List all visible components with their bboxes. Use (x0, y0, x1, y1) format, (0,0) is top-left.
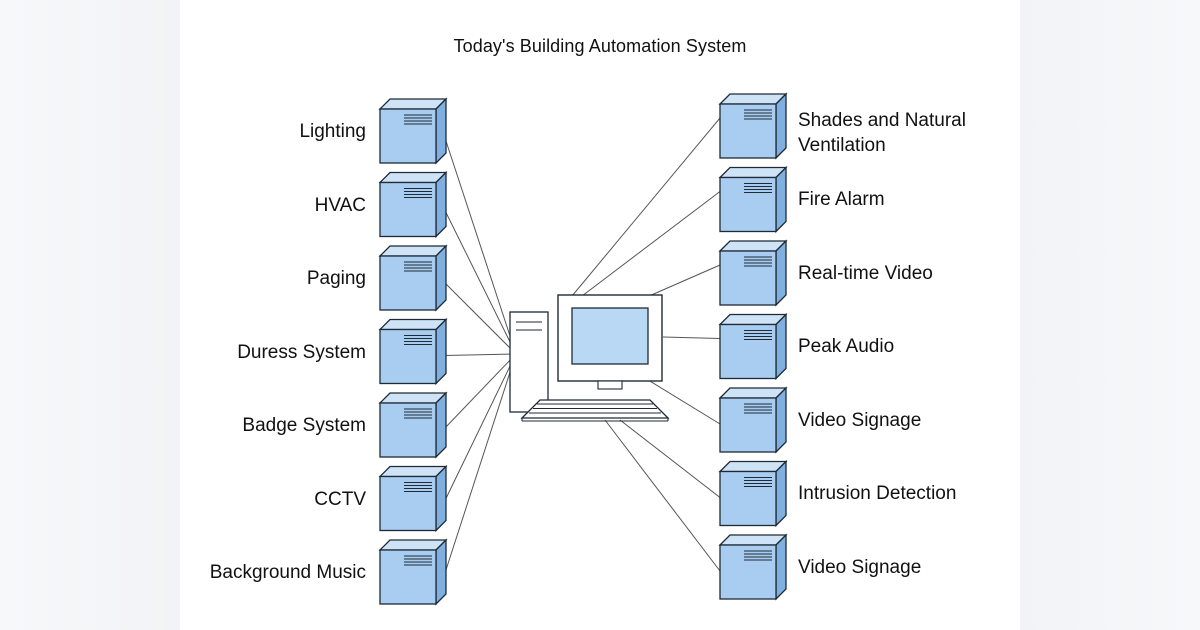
connector-line (639, 264, 721, 301)
monitor-screen (571, 307, 649, 365)
connector-lines (443, 117, 721, 577)
left-server-5-icon (378, 391, 448, 459)
right-server-1-icon (718, 92, 788, 160)
right-system-label: Shades and Natural Ventilation (798, 110, 966, 156)
connector-line (581, 191, 721, 297)
left-server-6-icon (378, 464, 448, 533)
right-system-label: Fire Alarm (798, 189, 885, 210)
left-system-label: Badge System (242, 415, 366, 436)
right-system-label: Intrusion Detection (798, 483, 957, 504)
right-system-label: Video Signage (798, 409, 922, 431)
left-system-label: Paging (306, 268, 366, 289)
left-server-2-icon (378, 170, 448, 239)
right-server-3-icon (718, 239, 788, 307)
right-server-7-icon (718, 533, 788, 601)
connector-line (619, 419, 721, 498)
connector-line (443, 353, 514, 356)
left-system-label: CCTV (314, 488, 366, 510)
connector-line (443, 208, 514, 349)
right-background-panel (1020, 0, 1200, 630)
connector-line (571, 117, 721, 297)
left-server-column (378, 97, 448, 606)
keyboard-icon (520, 399, 670, 419)
right-system-label: Real-time Video (798, 262, 933, 284)
connector-line (639, 374, 721, 425)
diagram-canvas: Today's Building Automation System Light… (180, 0, 1020, 630)
connector-line (443, 356, 514, 430)
left-system-label: Lighting (299, 121, 366, 142)
left-server-1-icon (378, 97, 448, 165)
right-system-label: Video Signage (798, 556, 922, 578)
right-server-4-icon (718, 312, 788, 381)
computer-tower (509, 311, 549, 413)
right-server-6-icon (718, 459, 788, 528)
left-server-4-icon (378, 317, 448, 386)
connector-line (443, 359, 514, 503)
connector-line (604, 419, 721, 572)
left-system-label: Duress System (237, 341, 366, 363)
left-system-label: Background Music (209, 562, 366, 583)
connector-line (443, 134, 514, 346)
diagram-title: Today's Building Automation System (453, 36, 747, 56)
left-system-label: HVAC (314, 194, 366, 216)
connector-line (443, 281, 514, 352)
right-server-2-icon (718, 165, 788, 234)
diagram-graphics (378, 92, 788, 606)
right-system-label: Peak Audio (798, 336, 895, 357)
right-server-5-icon (718, 386, 788, 454)
left-server-7-icon (378, 538, 448, 606)
left-background-panel (0, 0, 180, 630)
connector-line (443, 362, 514, 577)
left-server-3-icon (378, 244, 448, 312)
desktop-computer-icon (509, 294, 670, 422)
right-server-column (718, 92, 788, 601)
connector-line (662, 336, 721, 339)
